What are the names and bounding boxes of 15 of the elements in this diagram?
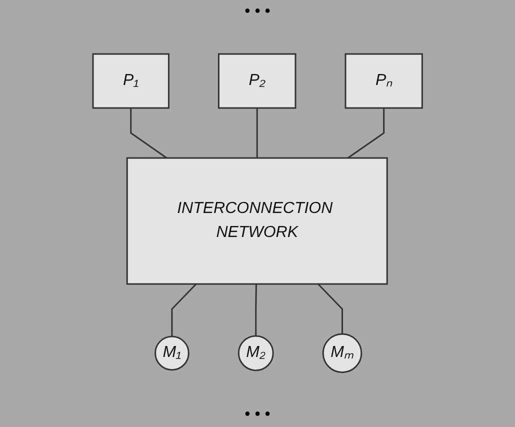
node-circle: Mₘ — [322, 334, 362, 374]
node-box: P₁ — [92, 54, 170, 110]
ellipsis-dots: • • • — [244, 406, 270, 424]
connector — [256, 108, 258, 158]
node-circle: M₂ — [238, 336, 274, 372]
node-circle: M₁ — [154, 336, 190, 371]
connector — [130, 108, 168, 159]
node-box: Pₙ — [344, 54, 423, 110]
connector — [255, 284, 257, 336]
connector — [317, 284, 343, 334]
connector — [347, 108, 384, 159]
node-box: INTERCONNECTION NETWORK — [126, 158, 388, 286]
ellipsis-dots: • • • — [244, 3, 270, 21]
connector — [171, 284, 197, 337]
node-box: P₂ — [218, 54, 296, 110]
